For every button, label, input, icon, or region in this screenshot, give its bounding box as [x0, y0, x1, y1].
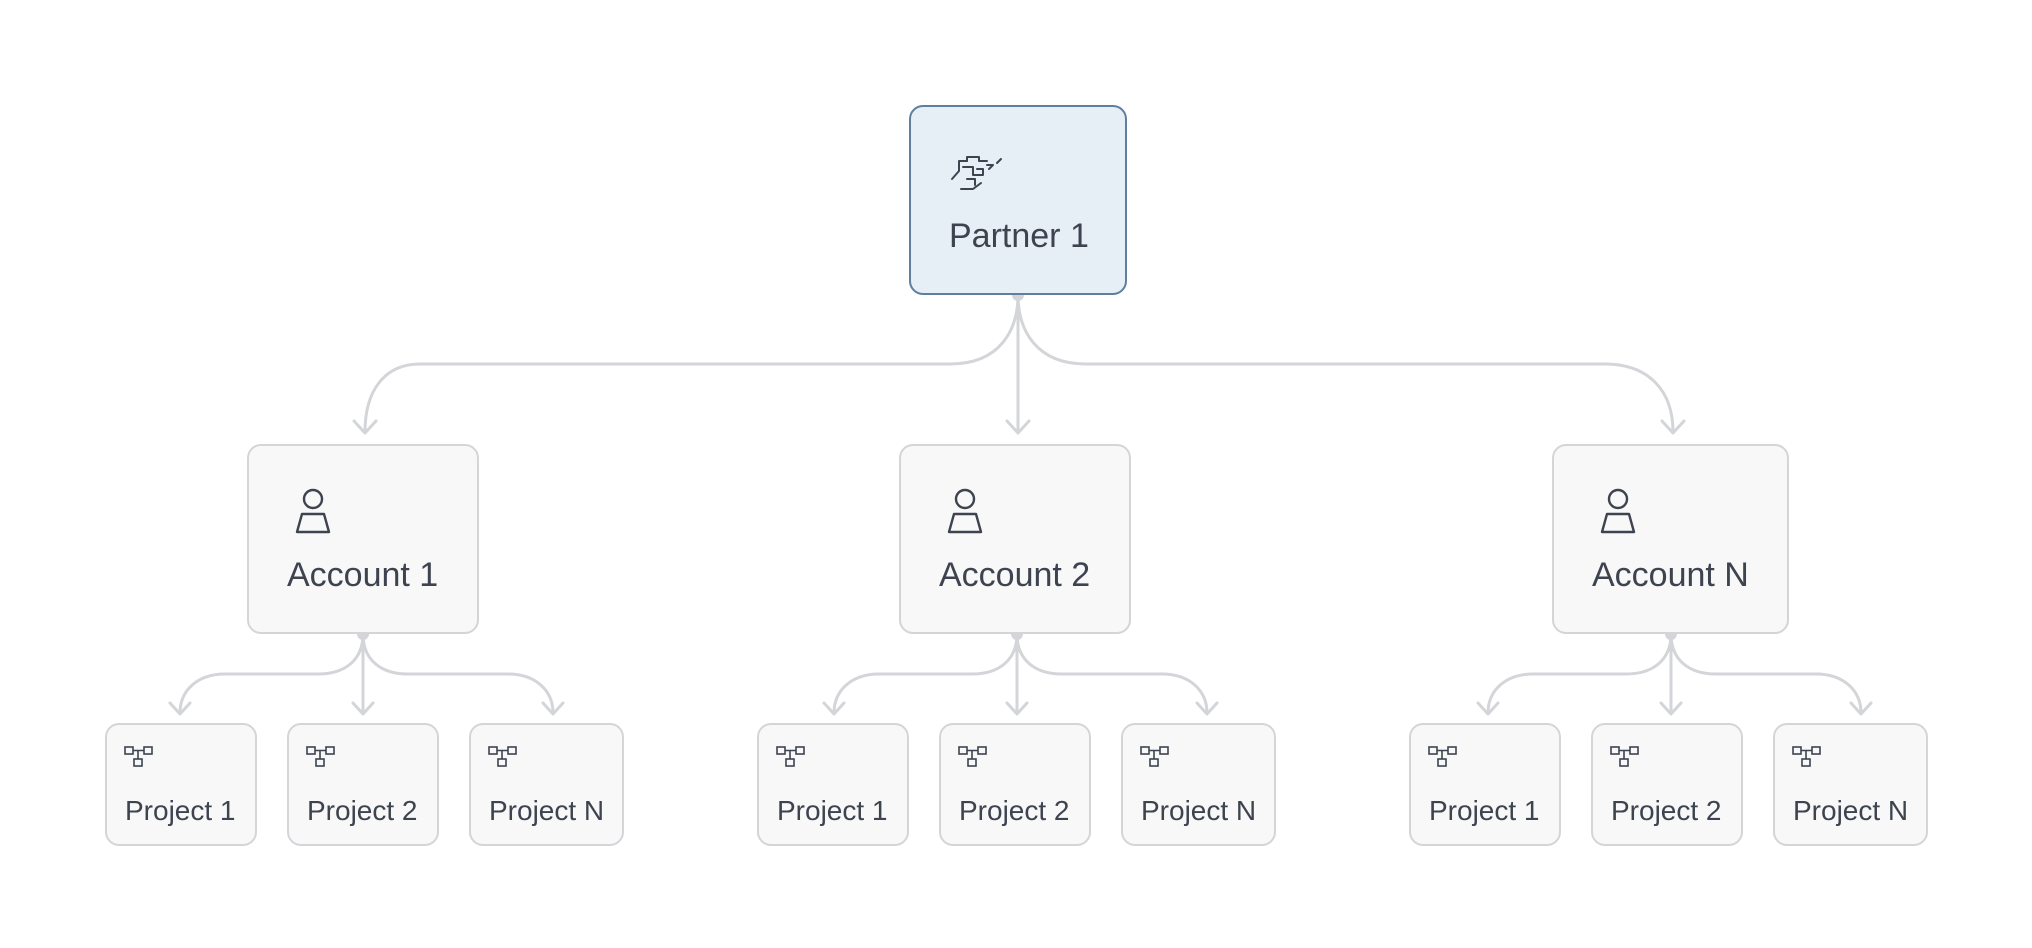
partner-label: Partner 1 [949, 217, 1089, 255]
connector-account-1-project-n [361, 632, 555, 715]
project-node[interactable]: Project 2 [1591, 723, 1743, 846]
project-node[interactable]: Project 2 [939, 723, 1091, 846]
connector-account-2-project-n [1015, 632, 1209, 715]
project-label: Project 2 [959, 795, 1070, 826]
hierarchy-icon [1140, 746, 1169, 767]
arrowhead [822, 701, 846, 716]
account-node[interactable]: Account N [1552, 444, 1789, 634]
project-node[interactable]: Project 1 [1409, 723, 1561, 846]
project-node[interactable]: Project N [469, 723, 624, 846]
project-label: Project 1 [1429, 795, 1540, 826]
project-node[interactable]: Project 2 [287, 723, 439, 846]
hierarchy-icon [958, 746, 987, 767]
project-label: Project N [1793, 795, 1909, 826]
project-label: Project 2 [1611, 795, 1722, 826]
arrowhead [1005, 419, 1031, 435]
project-label: Project 1 [125, 795, 236, 826]
account-label: Account 1 [287, 556, 439, 594]
arrowhead [1660, 419, 1686, 435]
project-node[interactable]: Project 1 [105, 723, 257, 846]
connector-account-1-project-1 [178, 632, 365, 715]
project-label: Project 2 [307, 795, 418, 826]
user-icon [295, 488, 331, 534]
project-node[interactable]: Project N [1121, 723, 1276, 846]
project-node[interactable]: Project N [1773, 723, 1928, 846]
user-icon [947, 488, 983, 534]
user-icon [1600, 488, 1636, 534]
project-label: Project N [489, 795, 605, 826]
connector-partner-account-1 [363, 293, 1020, 434]
account-node[interactable]: Account 1 [247, 444, 479, 634]
arrowhead [1195, 701, 1219, 716]
arrowhead [1849, 701, 1873, 716]
hierarchy-icon [488, 746, 517, 767]
arrowhead [1659, 701, 1683, 716]
connector-account-n-project-1 [1486, 632, 1673, 715]
project-label: Project N [1141, 795, 1257, 826]
hierarchy-icon [1610, 746, 1639, 767]
project-label: Project 1 [777, 795, 888, 826]
connector-account-2-project-1 [832, 632, 1019, 715]
arrowhead [1005, 701, 1029, 716]
account-label: Account N [1592, 556, 1749, 594]
account-node[interactable]: Account 2 [899, 444, 1131, 634]
connector-account-n-project-n [1669, 632, 1863, 715]
project-node[interactable]: Project 1 [757, 723, 909, 846]
handshake-icon [951, 156, 1002, 190]
hierarchy-icon [1428, 746, 1457, 767]
hierarchy-icon [306, 746, 335, 767]
arrowhead [541, 701, 565, 716]
arrowhead [1476, 701, 1500, 716]
hierarchy-icon [124, 746, 153, 767]
hierarchy-icon [1792, 746, 1821, 767]
arrowhead [352, 419, 378, 435]
arrowhead [351, 701, 375, 716]
arrowhead [168, 701, 192, 716]
connector-partner-account-n [1016, 293, 1675, 434]
partner-node[interactable]: Partner 1 [909, 105, 1127, 295]
hierarchy-icon [776, 746, 805, 767]
account-label: Account 2 [939, 556, 1091, 594]
